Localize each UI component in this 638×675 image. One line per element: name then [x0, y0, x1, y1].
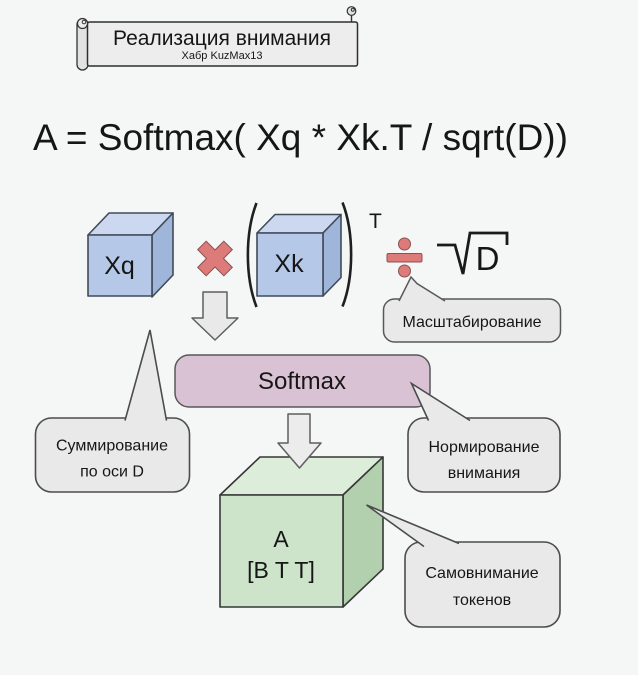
self-attention-callout: Самовнимание токенов — [366, 504, 561, 628]
scaling-callout-tail — [398, 275, 446, 302]
self-attention-callout-line2: токенов — [453, 592, 511, 609]
self-attention-callout-tail — [366, 504, 460, 548]
divide-bar — [386, 253, 423, 263]
summation-callout: Суммирование по оси D — [34, 329, 191, 493]
result-cube — [219, 456, 384, 608]
down-arrow-icon-1 — [191, 291, 239, 341]
xk-cube-label: Xk — [274, 250, 304, 278]
scroll-curl-inner — [81, 19, 87, 25]
normalization-callout-tail — [409, 381, 471, 422]
result-cube-label: A — [273, 526, 289, 552]
summation-callout-line2: по оси D — [80, 464, 144, 481]
scaling-callout-text: Масштабирование — [402, 314, 541, 331]
pin-icon-inner — [350, 7, 355, 12]
xq-cube-label: Xq — [104, 252, 135, 280]
transpose-superscript: T — [369, 210, 382, 233]
normalization-callout-line2: внимания — [448, 465, 521, 482]
sqrt-radical-icon — [437, 231, 509, 275]
summation-callout-bubble — [34, 417, 191, 493]
self-attention-callout-bubble — [404, 541, 561, 628]
normalization-callout-bubble — [407, 417, 561, 493]
normalization-callout: Нормирование внимания — [407, 381, 561, 493]
left-paren — [246, 202, 258, 308]
xk-cube-front-face — [256, 232, 324, 297]
result-cube-front-face — [219, 494, 344, 608]
xq-cube-front-face — [87, 234, 153, 297]
down-arrow-icon-2 — [277, 413, 322, 469]
summation-callout-tail — [124, 329, 168, 421]
scaling-callout: Масштабирование — [382, 275, 562, 343]
summation-callout-line1: Суммирование — [56, 438, 168, 455]
normalization-callout-line1: Нормирование — [429, 439, 540, 456]
divide-dot-top — [398, 237, 411, 251]
scaling-callout-bubble — [382, 298, 562, 343]
result-cube-shape: [B T T] — [247, 557, 315, 583]
softmax-box — [174, 354, 431, 408]
formula-text: A = Softmax( Xq * Xk.T / sqrt(D)) — [33, 117, 568, 158]
divide-icon — [386, 237, 423, 278]
banner-title: Реализация внимания — [113, 27, 331, 50]
sqrt-operand: D — [476, 240, 500, 277]
divide-dot-bottom — [398, 264, 411, 278]
xq-cube — [87, 212, 174, 298]
right-paren — [341, 202, 353, 307]
banner-body — [86, 21, 359, 67]
self-attention-callout-line1: Самовнимание — [425, 565, 538, 582]
banner-subtitle: Хабр KuzMax13 — [182, 50, 263, 62]
softmax-label: Softmax — [258, 368, 346, 395]
title-banner: Реализация внимания Хабр KuzMax13 — [76, 6, 359, 71]
multiply-icon — [196, 240, 234, 277]
xk-cube — [256, 213, 342, 297]
